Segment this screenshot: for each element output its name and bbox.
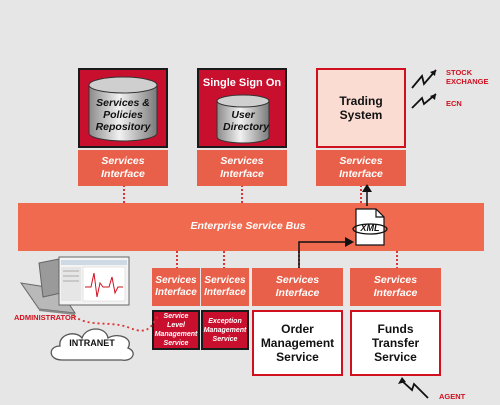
order-management-service[interactable]: Order Management Service xyxy=(252,310,343,376)
funds-transfer-label: Funds Transfer Service xyxy=(371,322,420,364)
connector-bus-slm xyxy=(176,251,178,269)
trading-services-interface[interactable]: Services Interface xyxy=(316,150,406,186)
repo-services-interface-label: Services Interface xyxy=(101,155,145,180)
slm-services-interface-label: Services Interface xyxy=(155,275,197,298)
connector-sso-bus xyxy=(241,185,243,203)
agent-label: AGENT xyxy=(439,392,466,401)
connector-trading-bus xyxy=(360,185,362,203)
funds-services-interface[interactable]: Services Interface xyxy=(350,268,441,306)
order-management-label: Order Management Service xyxy=(260,322,335,364)
repository-box[interactable]: Services & Policies Repository xyxy=(78,68,168,148)
repository-label: Services & Policies Repository xyxy=(95,97,151,133)
user-directory-label: User Directory xyxy=(223,109,270,133)
slm-services-interface[interactable]: Services Interface xyxy=(152,268,200,306)
sso-services-interface-label: Services Interface xyxy=(220,155,264,180)
arrow-order-to-xml-icon xyxy=(298,237,354,274)
sso-box[interactable]: Single Sign On User Directory xyxy=(197,68,287,148)
connector-bus-ems xyxy=(223,251,225,269)
exception-management-service[interactable]: Exception Management Service xyxy=(201,310,249,350)
connector-bus-funds xyxy=(396,251,398,269)
ems-label: Exception Management Service xyxy=(203,317,247,343)
trading-system-label: Trading System xyxy=(339,94,383,122)
stock-exchange-label: STOCK EXCHANGE xyxy=(446,68,489,86)
enterprise-service-bus-label: Enterprise Service Bus xyxy=(190,220,306,232)
cloud-icon[interactable] xyxy=(44,322,140,366)
xml-label: XML xyxy=(360,223,380,233)
trading-system-box[interactable]: Trading System xyxy=(316,68,406,148)
database-icon xyxy=(88,76,158,142)
order-services-interface-label: Services Interface xyxy=(275,274,320,299)
order-services-interface[interactable]: Services Interface xyxy=(252,268,343,306)
user-directory-db-icon xyxy=(216,94,270,144)
slm-label: Service Level Management Service xyxy=(154,313,198,347)
enterprise-service-bus[interactable]: Enterprise Service Bus xyxy=(18,203,484,251)
sso-title: Single Sign On xyxy=(202,77,282,89)
ems-services-interface-label: Services Interface xyxy=(204,275,246,298)
ems-services-interface[interactable]: Services Interface xyxy=(201,268,249,306)
intranet-label: INTRANET xyxy=(69,338,115,348)
administrator-label: ADMINISTRATOR xyxy=(14,313,77,322)
agent-lightning-icon xyxy=(398,377,429,399)
funds-transfer-service[interactable]: Funds Transfer Service xyxy=(350,310,441,376)
xml-document-icon xyxy=(352,208,388,246)
intranet-link xyxy=(73,315,159,332)
trading-services-interface-label: Services Interface xyxy=(339,155,383,180)
arrow-up-icon xyxy=(362,184,372,206)
xml-document[interactable]: XML xyxy=(352,208,388,246)
sso-services-interface[interactable]: Services Interface xyxy=(197,150,287,186)
connector-repo-bus xyxy=(123,185,125,203)
lightning-link-icon xyxy=(411,69,437,109)
repo-services-interface[interactable]: Services Interface xyxy=(78,150,168,186)
funds-services-interface-label: Services Interface xyxy=(373,274,418,299)
ecn-label: ECN xyxy=(446,99,462,108)
service-level-management-service[interactable]: Service Level Management Service xyxy=(152,310,200,350)
laptop-icon[interactable] xyxy=(15,253,133,315)
